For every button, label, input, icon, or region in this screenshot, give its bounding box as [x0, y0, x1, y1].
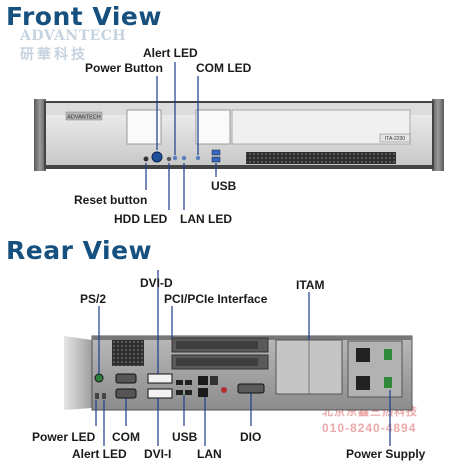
- alert-led: [172, 155, 178, 161]
- com-led-label: COM LED: [196, 61, 252, 75]
- front-view-heading: Front View: [6, 2, 162, 31]
- com-led: [195, 155, 201, 161]
- dvi-d-label: DVI-D: [140, 276, 173, 290]
- front-chassis: ADVANTECH ITA-2230: [34, 99, 444, 171]
- front-alert-led-label: Alert LED: [143, 46, 198, 60]
- front-usb-label: USB: [211, 179, 237, 193]
- front-usb-port: [211, 156, 221, 163]
- front-usb-port: [211, 149, 221, 156]
- audio-jack: [221, 387, 227, 393]
- com-label: COM: [112, 430, 140, 444]
- ps2-label: PS/2: [80, 292, 107, 306]
- rear-usb-label: USB: [172, 430, 198, 444]
- lan-label: LAN: [197, 447, 222, 461]
- rear-power-led: [95, 393, 99, 399]
- advantech-watermark: ADVANTECH: [20, 28, 127, 44]
- rear-leader-lines: [95, 270, 391, 446]
- dvi-d-port: [147, 373, 173, 384]
- rear-view-heading: Rear View: [6, 236, 153, 265]
- dio-port: [237, 383, 265, 394]
- pci-pcie-interface-label: PCI/PCIe Interface: [164, 292, 268, 306]
- reset-button: [143, 156, 149, 162]
- front-leader-lines: [145, 62, 217, 210]
- hdd-led-label: HDD LED: [114, 212, 168, 226]
- power-button-label: Power Button: [85, 61, 163, 75]
- power-button: [151, 151, 163, 163]
- front-brand-plate: ADVANTECH: [67, 115, 101, 121]
- lan-led-label: LAN LED: [180, 212, 232, 226]
- rear-alert-led-label: Alert LED: [72, 447, 127, 461]
- com-port: [115, 373, 137, 384]
- power-led-label: Power LED: [32, 430, 96, 444]
- dvi-i-port: [147, 388, 173, 399]
- reset-button-label: Reset button: [74, 193, 148, 207]
- rear-alert-led: [102, 393, 106, 399]
- rear-chassis: [64, 335, 413, 411]
- lan-port: [210, 376, 218, 385]
- advantech-cn-watermark: 研華科技: [20, 47, 88, 63]
- lan-port: [198, 376, 208, 385]
- front-model-plate: ITA-2230: [385, 136, 405, 142]
- rear-usb-port: [176, 380, 183, 385]
- lan-port: [198, 388, 208, 397]
- com-port: [115, 388, 137, 399]
- itam-label: ITAM: [296, 278, 325, 292]
- dvi-i-label: DVI-I: [144, 447, 172, 461]
- dio-label: DIO: [240, 430, 262, 444]
- dealer-phone-watermark: 010-8240-4894: [322, 421, 417, 435]
- power-supply-label: Power Supply: [346, 447, 426, 461]
- rear-usb-port: [185, 390, 192, 395]
- lan-led: [181, 155, 187, 161]
- ps2-port: [94, 373, 104, 383]
- hdd-led: [166, 156, 172, 162]
- rear-usb-port: [185, 380, 192, 385]
- rear-usb-port: [176, 390, 183, 395]
